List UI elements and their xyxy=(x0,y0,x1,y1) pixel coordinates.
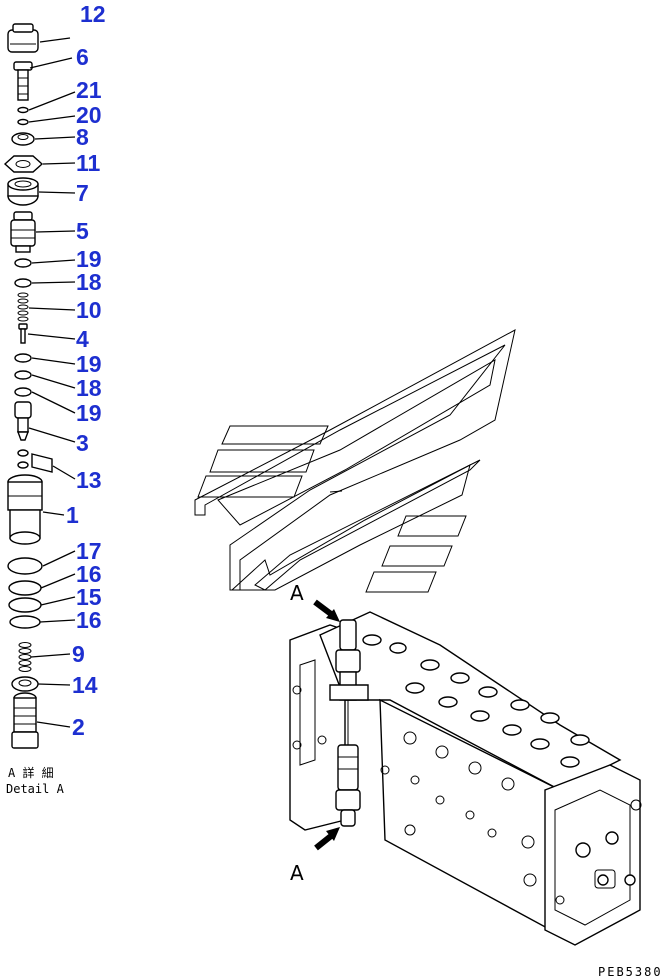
detail-caption-jp: A 詳 細 xyxy=(8,765,54,780)
callout-1: 1 xyxy=(66,502,79,528)
part-bolt-6 xyxy=(13,61,33,101)
part-ring-19c xyxy=(14,387,32,397)
view-arrow-top xyxy=(313,599,340,622)
callout-19-b: 19 xyxy=(76,351,102,377)
part-ring-16a xyxy=(8,580,42,596)
part-spring-9 xyxy=(18,642,32,672)
part-collar-14 xyxy=(11,676,39,692)
callout-19-a: 19 xyxy=(76,246,102,272)
callout-21: 21 xyxy=(76,77,102,103)
machine-outline xyxy=(194,329,516,593)
part-ring-20 xyxy=(17,118,29,126)
part-ring-15 xyxy=(8,597,42,613)
callout-11: 11 xyxy=(76,150,101,176)
part-stack xyxy=(3,23,53,749)
drawing-code: PEB5380 xyxy=(598,965,663,979)
callout-18-b: 18 xyxy=(76,375,102,401)
view-arrow-bottom xyxy=(314,827,340,851)
part-plug-5 xyxy=(10,211,36,253)
part-pin-4 xyxy=(18,323,28,344)
part-plate-11 xyxy=(3,155,44,173)
callout-20: 20 xyxy=(76,102,102,128)
detail-caption-en: Detail A xyxy=(6,782,65,796)
callout-7: 7 xyxy=(76,180,89,206)
part-nut-8 xyxy=(11,132,35,146)
callout-3: 3 xyxy=(76,430,89,456)
part-cap-12 xyxy=(7,23,39,53)
view-marker-a-bottom: A xyxy=(290,861,304,885)
callout-14: 14 xyxy=(72,672,98,698)
callout-16-b: 16 xyxy=(76,607,102,633)
leader-lines xyxy=(27,37,76,728)
callout-10: 10 xyxy=(76,297,102,323)
callout-12: 12 xyxy=(80,1,106,27)
callout-18-a: 18 xyxy=(76,269,102,295)
callout-4: 4 xyxy=(76,326,89,352)
part-ring-21 xyxy=(17,106,29,114)
callout-9: 9 xyxy=(72,641,85,667)
part-ring-19a xyxy=(14,258,32,268)
highlighted-spool xyxy=(329,619,369,827)
callout-8: 8 xyxy=(76,124,89,150)
part-ring-16b xyxy=(9,615,41,629)
part-ring-19b xyxy=(14,353,32,363)
callout-13: 13 xyxy=(76,467,102,493)
valve-ports-front xyxy=(380,731,537,887)
callout-15: 15 xyxy=(76,584,102,610)
part-locknut-7 xyxy=(7,177,39,206)
part-sleeve-1 xyxy=(7,474,43,545)
part-ring-18a xyxy=(14,278,32,288)
part-spool-2 xyxy=(11,692,39,749)
part-ring-17 xyxy=(7,557,43,575)
callout-16-a: 16 xyxy=(76,561,102,587)
callout-5: 5 xyxy=(76,218,89,244)
view-marker-a-top: A xyxy=(290,581,304,605)
part-washer-13 xyxy=(17,449,53,473)
callout-2: 2 xyxy=(72,714,85,740)
part-spring-10 xyxy=(17,292,29,322)
part-ring-18b xyxy=(14,370,32,380)
callout-17: 17 xyxy=(76,538,102,564)
callout-6: 6 xyxy=(76,44,89,70)
callout-numbers: 12 6 21 20 8 11 7 5 19 18 10 4 19 18 19 … xyxy=(66,1,106,740)
control-valve-assembly xyxy=(289,611,642,946)
valve-ports-top xyxy=(362,634,590,768)
part-piston-3 xyxy=(14,401,32,441)
callout-19-c: 19 xyxy=(76,400,102,426)
